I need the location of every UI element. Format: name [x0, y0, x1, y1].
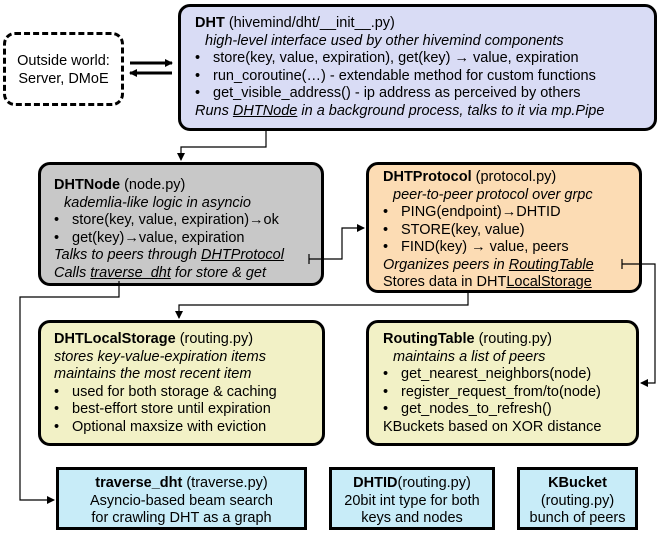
dhtprotocol-bullet-2: •STORE(key, value)	[383, 221, 525, 238]
routingtable-box: RoutingTable (routing.py) maintains a li…	[366, 320, 639, 446]
dht-header: DHT (hivemind/dht/__init__.py)	[195, 15, 654, 33]
routingtable-bullet-1: •get_nearest_neighbors(node)	[383, 366, 592, 382]
dht-footer: Runs DHTNode in a background process, ta…	[195, 102, 605, 119]
dhtprotocol-header: DHTProtocol (protocol.py)	[383, 169, 557, 185]
dhtprotocol-bullet-1: •PING(endpoint)→DHTID	[383, 204, 561, 220]
arrow-dhtprotocol-to-localstorage	[175, 291, 469, 319]
routingtable-bullet-3: •get_nodes_to_refresh()	[383, 401, 552, 417]
localstorage-bullet-3: •Optional maxsize with eviction	[54, 418, 267, 435]
dhtnode-header: DHTNode (node.py)	[54, 177, 186, 193]
dht-title: DHT	[195, 15, 225, 31]
arrow-dhtnode-to-dhtprotocol	[309, 224, 365, 260]
dhtnode-box: DHTNode (node.py) kademlia-like logic in…	[38, 162, 324, 286]
dht-description: high-level interface used by other hivem…	[205, 32, 564, 49]
arrow-dhtnode-to-traverse	[19, 281, 120, 504]
dhtprotocol-bullet-3: •FIND(key) → value, peers	[383, 239, 569, 255]
routingtable-footer: KBuckets based on XOR distance	[383, 418, 602, 435]
dhtprotocol-link: DHTProtocol	[200, 247, 284, 263]
dht-file: (hivemind/dht/__init__.py)	[224, 15, 395, 31]
kbucket-line1: (routing.py)	[540, 492, 615, 509]
dhtnode-line-protocol: Talks to peers through DHTProtocol	[54, 247, 284, 263]
dhtnode-link: DHTNode	[232, 102, 298, 119]
outside-world-line2: Server, DMoE	[18, 70, 109, 87]
localstorage-description-2: maintains the most recent item	[54, 366, 252, 382]
localstorage-bullet-2: •best-effort store until expiration	[54, 401, 271, 417]
traverse-dht-link: traverse_dht	[90, 264, 171, 281]
traverse-dht-line1: Asyncio-based beam search	[90, 492, 273, 509]
localstorage-link: LocalStorage	[506, 274, 592, 290]
routingtable-link: RoutingTable	[508, 256, 594, 273]
kbucket-box: KBucket (routing.py) bunch of peers	[517, 467, 638, 530]
dhtid-line2: keys and nodes	[361, 510, 463, 526]
dht-bullet-1: •store(key, value, expiration), get(key)…	[195, 50, 579, 66]
traverse-dht-header: traverse_dht (traverse.py)	[95, 475, 268, 491]
dht-box: DHT (hivemind/dht/__init__.py) high-leve…	[178, 4, 657, 131]
dhtprotocol-description: peer-to-peer protocol over grpc	[393, 186, 593, 203]
dhtprotocol-box: DHTProtocol (protocol.py) peer-to-peer p…	[366, 162, 642, 293]
dhtprotocol-line-routing: Organizes peers in RoutingTable	[383, 256, 594, 273]
traverse-dht-box: traverse_dht (traverse.py) Asyncio-based…	[56, 467, 307, 530]
dhtnode-description: kademlia-like logic in asyncio	[64, 194, 251, 211]
dhtprotocol-line-storage: Stores data in DHTLocalStorage	[383, 274, 592, 290]
localstorage-box: DHTLocalStorage (routing.py) stores key-…	[38, 320, 325, 446]
dhtnode-bullet-2: •get(key)→value, expiration	[54, 229, 245, 246]
traverse-dht-line2: for crawling DHT as a graph	[91, 510, 272, 526]
arrow-dht-to-dhtnode	[177, 131, 267, 161]
dhtid-line1: 20bit int type for both	[344, 492, 480, 509]
outside-world-line1: Outside world:	[17, 53, 110, 69]
kbucket-line2: bunch of peers	[529, 510, 626, 526]
localstorage-bullet-1: •used for both storage & caching	[54, 383, 277, 400]
dhtid-box: DHTID(routing.py) 20bit int type for bot…	[329, 467, 495, 530]
arrow-dhtprotocol-to-routingtable	[622, 263, 656, 387]
routingtable-description: maintains a list of peers	[393, 348, 546, 365]
outside-world-box: Outside world: Server, DMoE	[3, 32, 124, 106]
routingtable-header: RoutingTable (routing.py)	[383, 331, 552, 347]
dhtnode-bullet-1: •store(key, value, expiration)→ok	[54, 212, 279, 228]
dhtnode-line-traverse: Calls traverse_dht for store & get	[54, 264, 266, 281]
localstorage-description-1: stores key-value-expiration items	[54, 348, 266, 365]
dhtid-header: DHTID(routing.py)	[353, 475, 471, 491]
dht-bullet-3: •get_visible_address() - ip address as p…	[195, 85, 581, 101]
localstorage-header: DHTLocalStorage (routing.py)	[54, 331, 254, 347]
dht-bullet-2: •run_coroutine(…) - extendable method fo…	[195, 67, 596, 84]
routingtable-bullet-2: •register_request_from/to(node)	[383, 383, 601, 400]
kbucket-title: KBucket	[548, 475, 607, 491]
